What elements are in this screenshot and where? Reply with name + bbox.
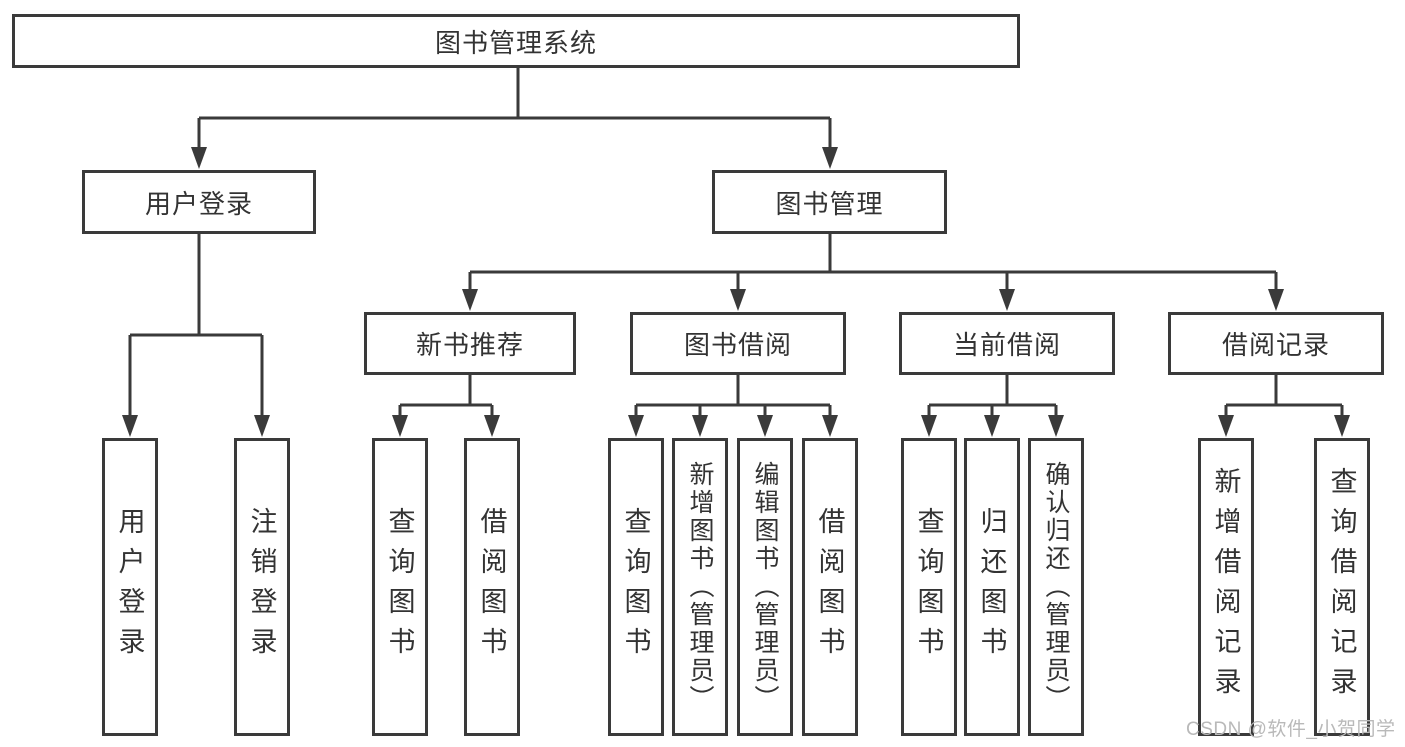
leaf-query-books-borrowing: 查询图书 xyxy=(608,438,664,736)
node-label: 查询图书 xyxy=(913,507,944,667)
node-label: 查询图书 xyxy=(620,507,651,667)
csdn-watermark: CSDN @软件_小贺同学 xyxy=(1186,719,1396,740)
leaf-add-borrow-record: 新增借阅记录 xyxy=(1198,438,1254,736)
node-book-borrowing: 图书借阅 xyxy=(630,312,846,375)
node-label: 用户登录 xyxy=(144,188,253,219)
node-label: 图书管理系统 xyxy=(434,27,597,58)
node-label: 归还图书 xyxy=(976,507,1007,667)
leaf-user-login: 用户登录 xyxy=(102,438,158,736)
node-label: 当前借阅 xyxy=(952,330,1061,360)
node-label: 用户登录 xyxy=(114,507,145,667)
node-current-borrowing: 当前借阅 xyxy=(899,312,1115,375)
node-label: 新书推荐 xyxy=(415,330,524,360)
node-label: 查询图书 xyxy=(384,507,415,667)
node-borrowing-records: 借阅记录 xyxy=(1168,312,1384,375)
leaf-borrow-books-recommend: 借阅图书 xyxy=(464,438,520,736)
leaf-borrow-books: 借阅图书 xyxy=(802,438,858,736)
leaf-confirm-return-admin: 确认归还（管理员） xyxy=(1028,438,1084,736)
leaf-query-borrow-record: 查询借阅记录 xyxy=(1314,438,1370,736)
leaf-query-books-recommend: 查询图书 xyxy=(372,438,428,736)
leaf-query-books-current: 查询图书 xyxy=(901,438,957,736)
leaf-add-books-admin: 新增图书（管理员） xyxy=(672,438,728,736)
node-label: 注销登录 xyxy=(246,507,277,667)
node-label: 图书借阅 xyxy=(683,330,792,360)
node-user-login: 用户登录 xyxy=(82,170,316,234)
node-label: 借阅图书 xyxy=(814,507,845,667)
node-book-management: 图书管理 xyxy=(712,170,947,234)
node-label: 借阅记录 xyxy=(1221,330,1330,360)
node-label: 确认归还（管理员） xyxy=(1042,461,1070,713)
leaf-logout-login: 注销登录 xyxy=(234,438,290,736)
leaf-return-books: 归还图书 xyxy=(964,438,1020,736)
node-library-system: 图书管理系统 xyxy=(12,14,1020,68)
node-new-book-recommendation: 新书推荐 xyxy=(364,312,576,375)
node-label: 新增图书（管理员） xyxy=(686,461,714,713)
node-label: 新增借阅记录 xyxy=(1210,467,1241,707)
node-label: 编辑图书（管理员） xyxy=(751,461,779,713)
leaf-edit-books-admin: 编辑图书（管理员） xyxy=(737,438,793,736)
node-label: 查询借阅记录 xyxy=(1326,467,1357,707)
node-label: 图书管理 xyxy=(775,188,884,219)
node-label: 借阅图书 xyxy=(476,507,507,667)
